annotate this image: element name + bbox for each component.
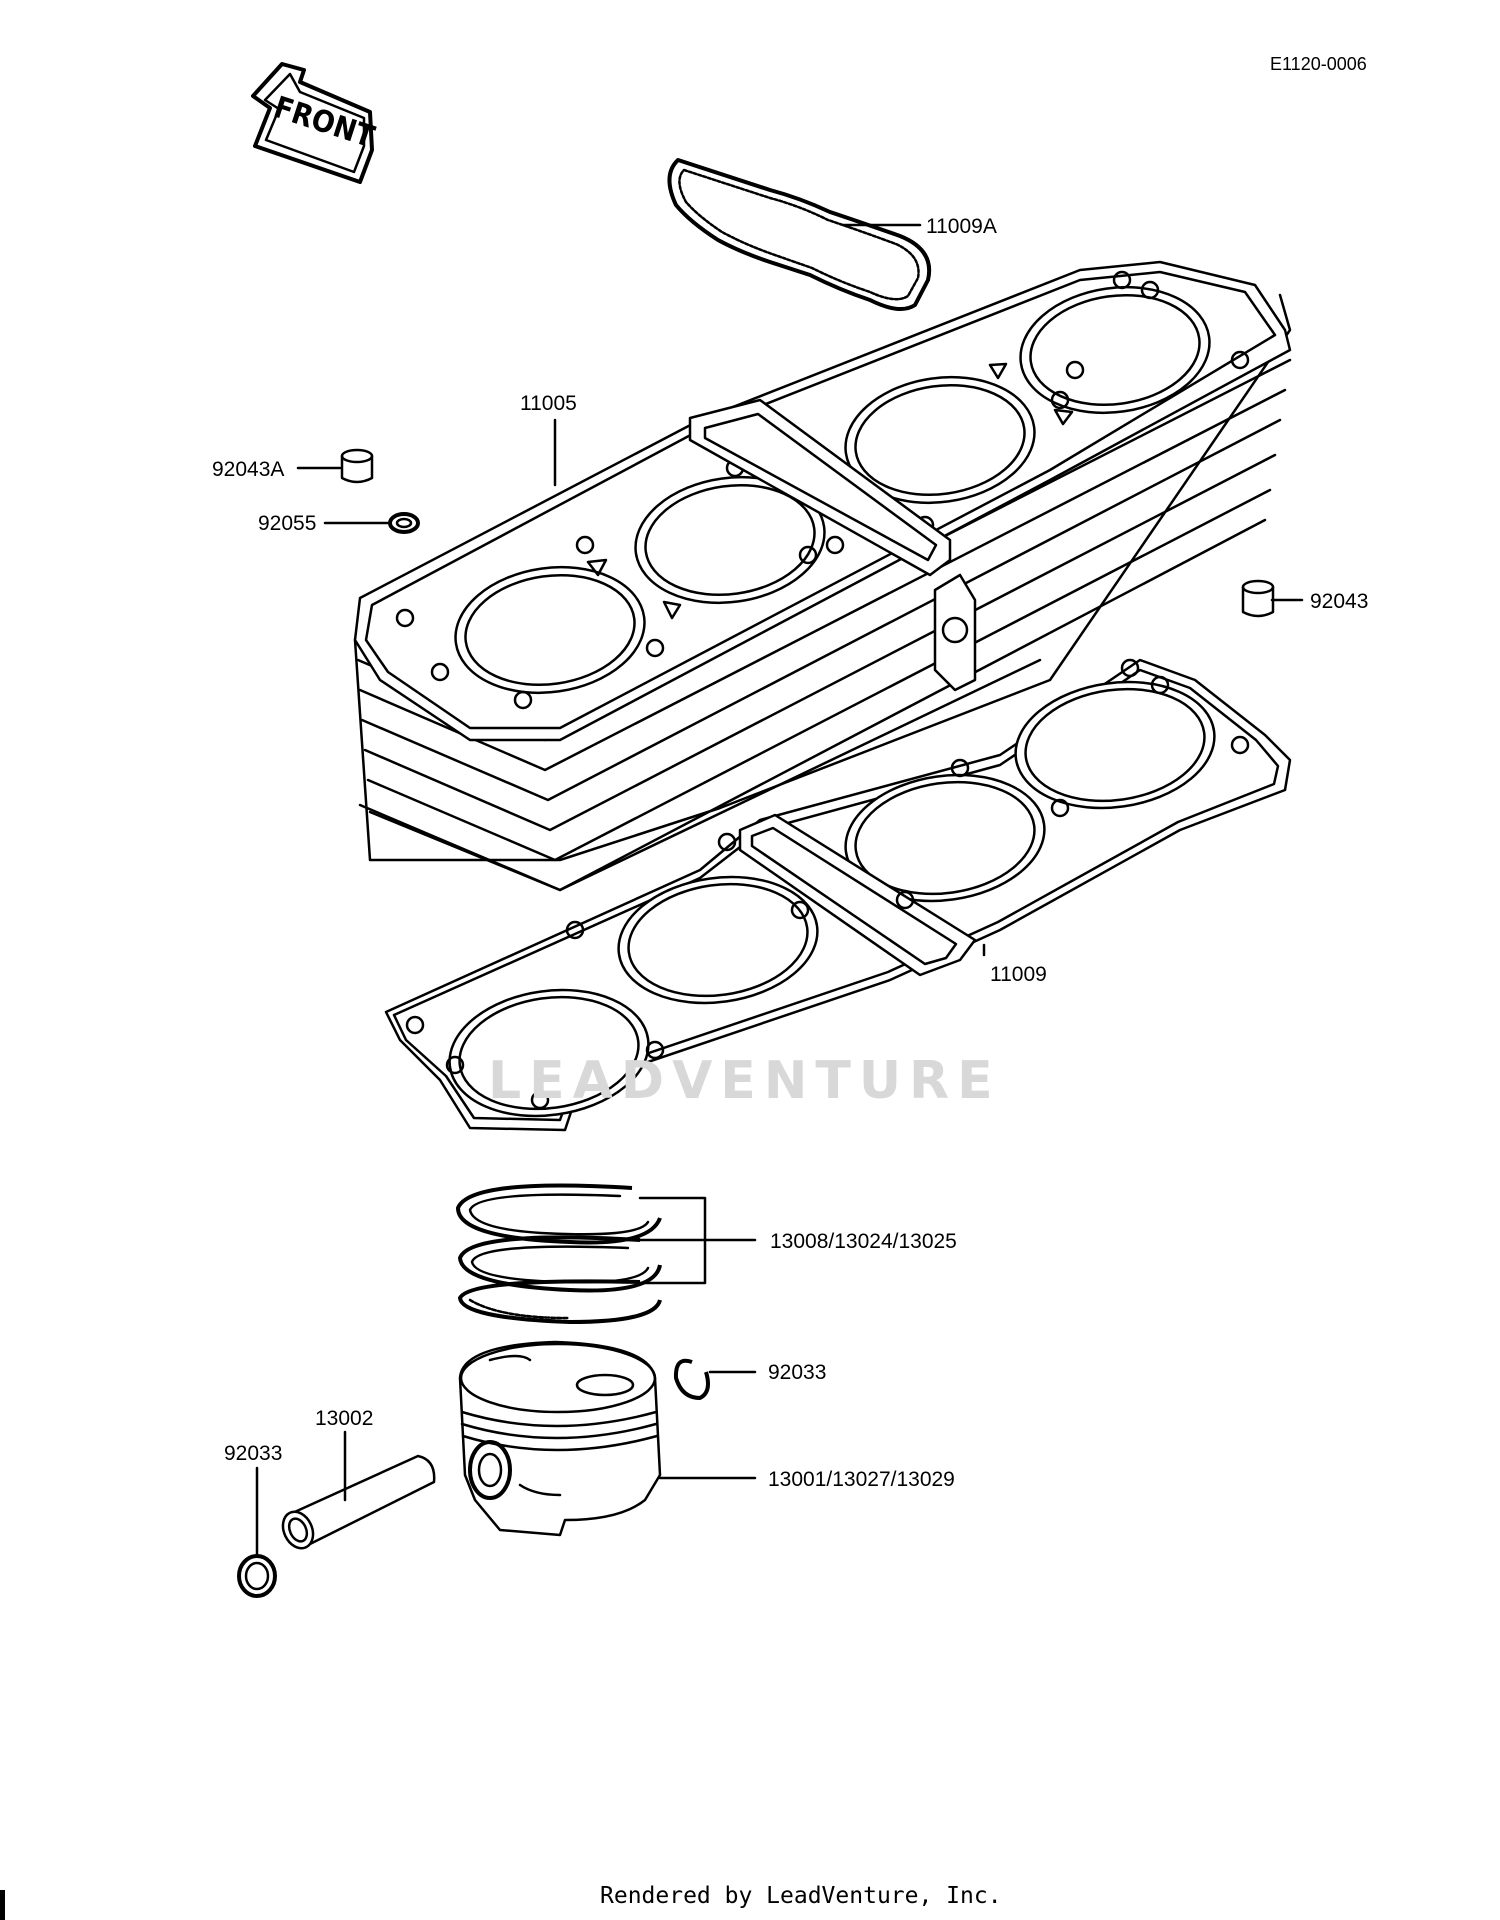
- callout-92033-left: 92033: [224, 1442, 282, 1465]
- footer-credit: Rendered by LeadVenture, Inc.: [600, 1883, 1002, 1909]
- callout-92055: 92055: [258, 512, 316, 535]
- watermark: LEADVENTURE: [488, 1051, 1001, 1111]
- dowel-pin-a: [340, 448, 374, 484]
- piston-pin: [281, 1454, 436, 1550]
- o-ring: [388, 512, 420, 534]
- edge-mark: [0, 1890, 5, 1920]
- callout-piston: 13001/13027/13029: [768, 1468, 955, 1491]
- piston-rings: [456, 1183, 662, 1324]
- cylinder-base-gasket: [384, 658, 1292, 1132]
- leader-rings: [638, 1196, 757, 1285]
- diagram-code: E1120-0006: [1270, 54, 1367, 74]
- front-label: FRONT: [269, 90, 378, 155]
- callout-11009a: 11009A: [926, 215, 997, 238]
- callout-92043: 92043: [1310, 590, 1368, 613]
- callout-92033-right: 92033: [768, 1361, 826, 1384]
- callout-11005: 11005: [520, 392, 577, 415]
- callout-13002: 13002: [315, 1407, 373, 1430]
- cylinder-block: [353, 260, 1292, 892]
- callout-rings: 13008/13024/13025: [770, 1230, 957, 1253]
- callout-11009: 11009: [990, 963, 1047, 986]
- callout-92043a: 92043A: [212, 458, 284, 481]
- valve-cover-gasket: [667, 158, 932, 311]
- dowel-pin: [1241, 579, 1275, 618]
- circlip-left: [237, 1554, 277, 1598]
- piston: [458, 1340, 662, 1537]
- front-arrow-icon: FRONT: [251, 62, 379, 184]
- circlip-right: [673, 1358, 710, 1400]
